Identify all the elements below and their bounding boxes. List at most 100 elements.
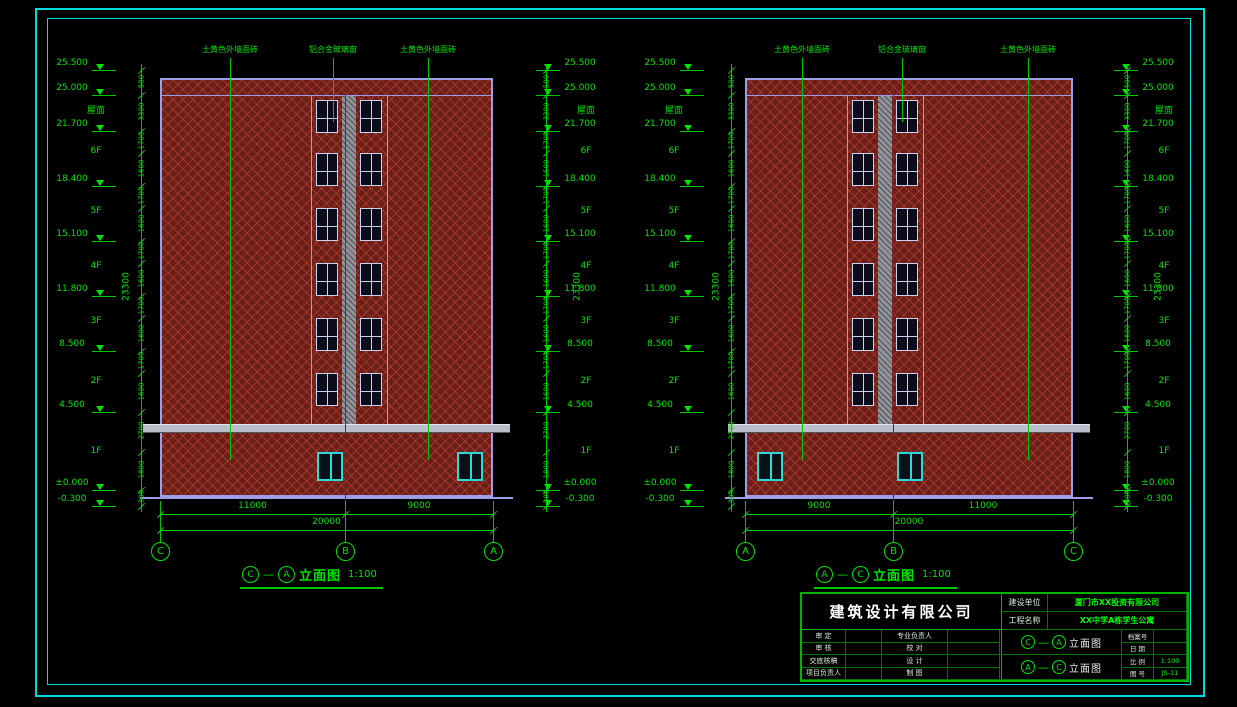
dim-line	[160, 514, 493, 515]
level-triangle-icon	[96, 89, 104, 95]
level-line	[536, 412, 560, 413]
view-title-name: 立面图	[873, 569, 916, 584]
window	[316, 263, 338, 296]
floor-label: 1F	[1158, 446, 1170, 456]
title-separator: —	[1038, 635, 1049, 649]
storefront-window	[457, 452, 483, 481]
segment-dim: 1600	[542, 382, 551, 400]
sign-cell	[948, 642, 1000, 655]
level-value: -0.300	[57, 494, 87, 504]
sign-label: 项目负责人	[802, 667, 846, 680]
sign-label: 交底核稿	[802, 655, 846, 668]
dim-chain-line	[1127, 64, 1128, 512]
material-annotation: 土黄色外墙面砖	[774, 45, 830, 54]
floor-label: 6F	[1158, 146, 1170, 156]
level-line	[92, 506, 116, 507]
level-triangle-icon	[1122, 125, 1130, 131]
level-value: 8.500	[647, 339, 673, 349]
level-line	[680, 241, 704, 242]
level-line	[92, 70, 116, 71]
level-line	[536, 296, 560, 297]
segment-dim: 1700	[542, 351, 551, 370]
segment-dim: 1600	[727, 382, 736, 400]
window	[360, 263, 382, 296]
segment-dim: 1600	[727, 159, 736, 177]
title-separator: —	[263, 568, 274, 581]
level-triangle-icon	[684, 406, 692, 412]
grid-bubble: B	[336, 542, 355, 561]
level-triangle-icon	[684, 125, 692, 131]
segment-dim: 500	[542, 74, 551, 88]
sign-cell	[948, 655, 1000, 668]
project-label: 工程名称	[1002, 612, 1048, 630]
floor-label: 3F	[580, 316, 592, 326]
stair-band-edge	[311, 95, 312, 425]
level-triangle-icon	[1122, 345, 1130, 351]
level-triangle-icon	[96, 64, 104, 70]
level-triangle-icon	[1122, 406, 1130, 412]
level-triangle-icon	[684, 290, 692, 296]
meta-value	[1154, 630, 1187, 643]
segment-dim: 1800	[1123, 460, 1132, 479]
floor-label: 6F	[580, 146, 592, 156]
segment-dim: 1600	[137, 269, 146, 287]
overall-height-dim: 23300	[572, 272, 583, 301]
segment-dim: 1700	[137, 186, 146, 205]
span-dim: 9000	[807, 501, 831, 511]
window	[896, 263, 918, 296]
overall-dim: 20000	[312, 517, 341, 527]
floor-label: 屋面	[1154, 106, 1173, 116]
segment-dim: 1700	[542, 296, 551, 315]
client-value: 厦门市XX投资有限公司	[1048, 594, 1187, 612]
level-value: ±0.000	[55, 478, 89, 488]
segment-dim: 1800	[727, 460, 736, 479]
level-triangle-icon	[1122, 290, 1130, 296]
level-value: 15.100	[56, 229, 88, 239]
span-dim: 11000	[238, 501, 267, 511]
segment-dim: 500	[1123, 74, 1132, 88]
segment-dim: 1700	[542, 186, 551, 205]
level-triangle-icon	[1122, 64, 1130, 70]
segment-dim: 1700	[137, 241, 146, 260]
floor-label: 屋面	[664, 106, 683, 116]
grid-letter: C	[852, 566, 869, 583]
segment-dim: 300	[542, 489, 551, 504]
floor-label: 5F	[1158, 206, 1170, 216]
level-triangle-icon	[96, 290, 104, 296]
grid-bubble: A	[736, 542, 755, 561]
floor-label: 4F	[1158, 261, 1170, 271]
segment-dim: 1600	[542, 214, 551, 232]
level-value: 4.500	[1145, 400, 1171, 410]
level-line	[92, 490, 116, 491]
window	[360, 373, 382, 406]
drawing-name: 立面图	[1069, 638, 1102, 650]
floor-label: 屋面	[576, 106, 595, 116]
sign-cell	[846, 642, 882, 655]
segment-dim: 2700	[1123, 421, 1132, 440]
drawing-title-cell: C — A 立面图 A — C 立面图	[1002, 630, 1122, 680]
level-line	[680, 70, 704, 71]
level-line	[536, 95, 560, 96]
grid-bubble: C	[1064, 542, 1083, 561]
segment-dim: 1600	[1123, 214, 1132, 232]
border-frame-inner	[47, 18, 1191, 685]
window	[896, 318, 918, 351]
window	[852, 263, 874, 296]
title-block: 建筑设计有限公司 审 定 专业负责人 审 核 校 对 交底核稿 设 计 项目负责…	[800, 592, 1189, 682]
level-value: 15.100	[644, 229, 676, 239]
extension-line	[493, 501, 494, 542]
segment-dim: 2700	[137, 421, 146, 440]
overall-height-dim: 23300	[121, 272, 132, 301]
level-line	[680, 412, 704, 413]
stair-band-edge	[923, 95, 924, 425]
segment-dim: 500	[727, 74, 736, 88]
level-line	[92, 95, 116, 96]
level-line	[680, 95, 704, 96]
parapet-line	[745, 95, 1073, 96]
level-value: 15.100	[1142, 229, 1174, 239]
level-line	[536, 351, 560, 352]
level-line	[536, 186, 560, 187]
window	[896, 153, 918, 186]
client-label: 建设单位	[1002, 594, 1048, 612]
